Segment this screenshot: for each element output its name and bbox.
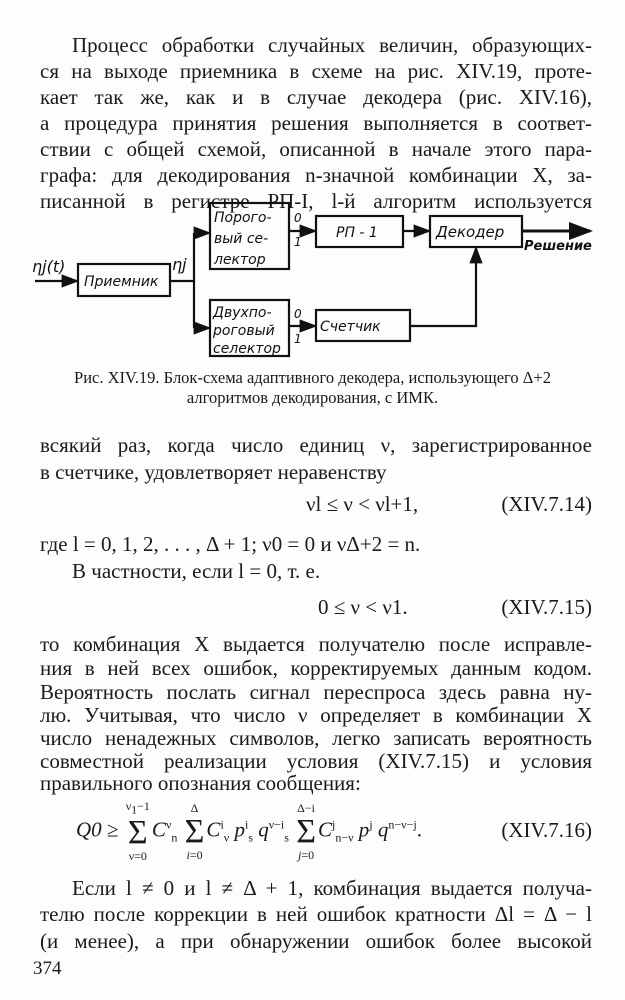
text-line: В частности, если l = 0, т. е. xyxy=(72,559,321,583)
text-line: где l = 0, 1, 2, . . . , Δ + 1; ν0 = 0 и… xyxy=(40,532,421,556)
text-line: Если l ≠ 0 и l ≠ Δ + 1, комбинация выдае… xyxy=(72,876,592,900)
output-0-label: 0 xyxy=(294,211,302,225)
figure-caption: Рис. XIV.19. Блок-схема адаптивного деко… xyxy=(74,368,551,387)
decoder-label: Декодер xyxy=(435,223,504,241)
output-label: Решение xyxy=(524,239,592,254)
text-line: ствии с общей схемой, описанной в начале… xyxy=(40,137,592,161)
text-line: кает так же, как и в случае декодера (ри… xyxy=(40,85,592,109)
register-label: РП - 1 xyxy=(336,225,378,241)
text-line: Вероятность послать сигнал переспроса зд… xyxy=(40,680,592,704)
text-line: писанной в регистре РП-I, l-й алгоритм и… xyxy=(40,189,592,213)
equation-number: (XIV.7.14) xyxy=(501,492,592,516)
output-1-label: 1 xyxy=(294,235,302,249)
figure-caption: алгоритмов декодирования, с ИМК. xyxy=(186,388,439,407)
output-0-label: 0 xyxy=(294,307,302,321)
threshold-selector-label: лектор xyxy=(213,252,266,268)
equation-number: (XIV.7.16) xyxy=(501,818,592,842)
text-line: ся на выходе приемника в схеме на рис. X… xyxy=(40,59,592,83)
text-line: в счетчике, удовлетворяет неравенству xyxy=(40,460,387,484)
two-threshold-selector-label: селектор xyxy=(213,341,281,357)
text-line: совместной реализации условия (XIV.7.15)… xyxy=(40,749,592,773)
text-line: графа: для декодирования n-значной комби… xyxy=(40,163,592,187)
text-line: Процесс обработки случайных величин, обр… xyxy=(72,33,592,57)
counter-label: Счетчик xyxy=(320,319,381,335)
text-line: то комбинация X выдается получателю посл… xyxy=(40,632,592,656)
page-number: 374 xyxy=(33,958,62,979)
text-line: ния в ней всех ошибок, корректируемых да… xyxy=(40,656,592,680)
threshold-selector-label: вый се- xyxy=(214,231,268,247)
equation-lhs: Q0 ≥ xyxy=(76,817,119,842)
input-label: ηj(t) xyxy=(32,257,65,276)
threshold-selector-label: Порого- xyxy=(214,210,272,226)
receiver-label: Приемник xyxy=(84,274,159,290)
text-line: а процедура принятия решения выполняется… xyxy=(40,111,592,135)
two-threshold-selector-label: роговый xyxy=(212,323,275,339)
receiver-output-label: ηj xyxy=(172,255,187,274)
text-line: всякий раз, когда число единиц ν, зареги… xyxy=(40,433,592,457)
equation-14: νl ≤ ν < νl+1, xyxy=(306,492,419,516)
equation-number: (XIV.7.15) xyxy=(501,595,592,619)
text-line: число ненадежных символов, легко записат… xyxy=(40,726,592,750)
two-threshold-selector-label: Двухпо- xyxy=(212,305,272,321)
equation-15: 0 ≤ ν < ν1. xyxy=(318,595,408,619)
text-line: (и менее), а при обнаружении ошибок боле… xyxy=(40,929,592,953)
text-line: правильного опознания сообщения: xyxy=(40,771,361,795)
text-line: лю. Учитывая, что число ν определяет в к… xyxy=(40,703,592,727)
text-line: телю после коррекции в ней ошибок кратно… xyxy=(40,902,592,926)
output-1-label: 1 xyxy=(294,332,302,346)
block-diagram: ηj(t) Приемник ηj Порого- вый се- лектор… xyxy=(32,201,593,358)
